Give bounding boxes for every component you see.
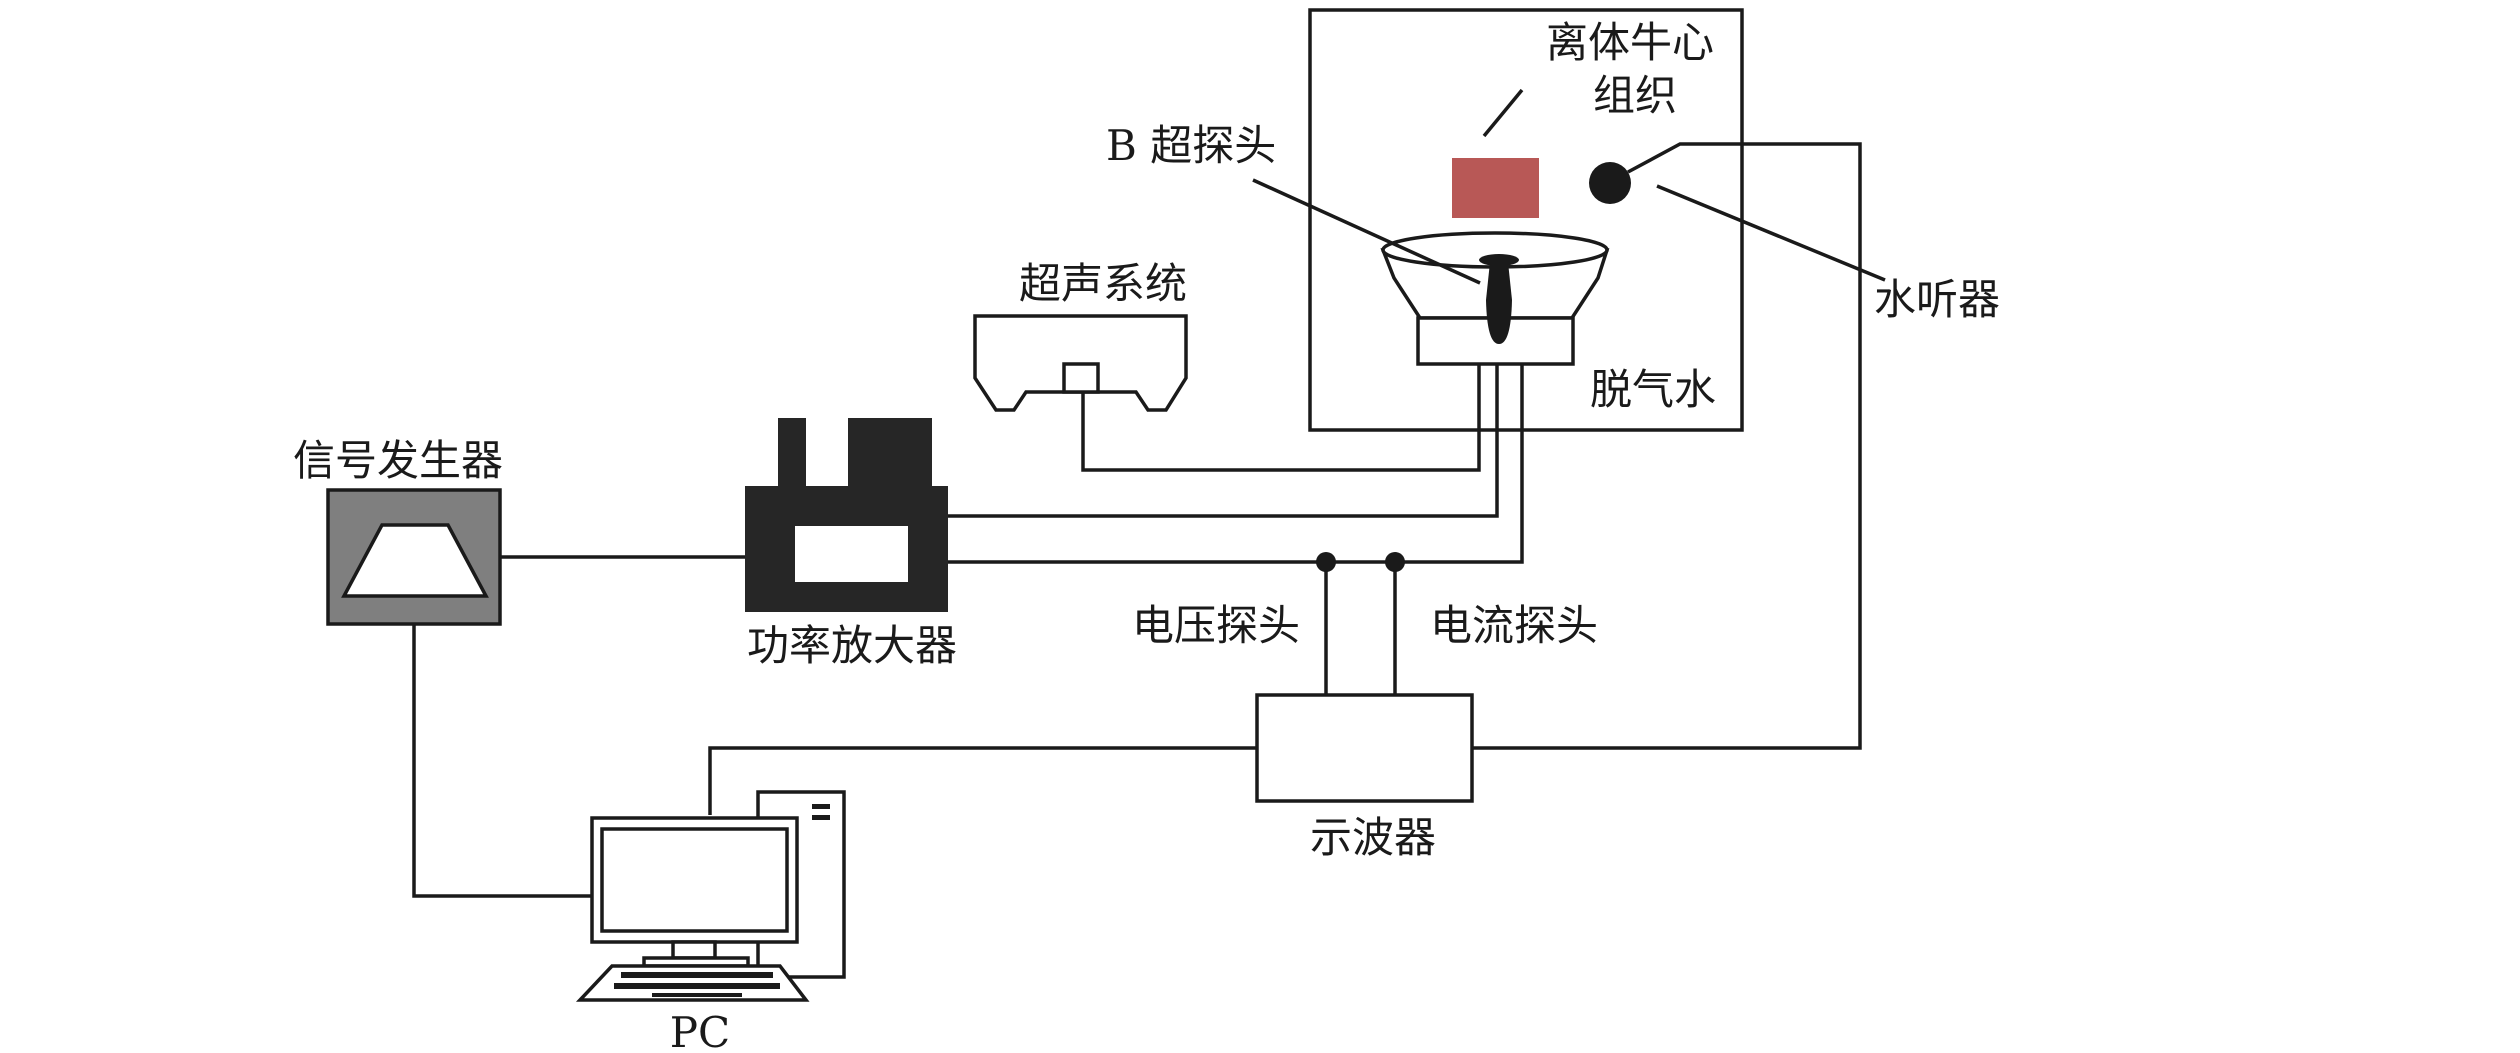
transducer-cable-2 xyxy=(948,364,1524,564)
power-amplifier-label: 功率放大器 xyxy=(747,621,957,670)
pc-icon xyxy=(575,790,846,1002)
b-probe-label: B 超探头 xyxy=(1106,121,1276,170)
tissue-leader-line xyxy=(1482,88,1524,138)
hydrophone-label: 水听器 xyxy=(1874,275,2000,324)
b-probe-leader-line xyxy=(1252,178,1481,285)
oscilloscope-box xyxy=(1255,693,1474,803)
hydrophone-icon xyxy=(1589,162,1631,204)
signal-generator-icon xyxy=(326,488,502,626)
power-amplifier-icon xyxy=(745,418,948,612)
ultrasound-system-icon xyxy=(973,314,1188,412)
tissue-label-line2: 组织 xyxy=(1593,71,1677,120)
transducer-cable-1 xyxy=(948,364,1499,518)
oscilloscope-to-pc-cable xyxy=(708,746,1257,815)
ultrasound-system-label: 超声系统 xyxy=(1019,259,1187,308)
degassed-water-label: 脱气水 xyxy=(1590,365,1716,414)
tissue-label-line1: 离体牛心 xyxy=(1546,18,1714,67)
hydrophone-cable xyxy=(1472,142,1862,750)
pc-label: PC xyxy=(670,1008,730,1053)
tissue-sample xyxy=(1452,158,1539,218)
hydrophone-leader-line xyxy=(1656,184,1886,282)
current-probe-label: 电流探头 xyxy=(1430,601,1598,650)
b-probe-icon xyxy=(1479,254,1519,344)
oscilloscope-label: 示波器 xyxy=(1310,813,1436,862)
voltage-probe-label: 电压探头 xyxy=(1132,601,1300,650)
generator-to-pc-cable xyxy=(412,624,592,898)
b-probe-cable xyxy=(1081,364,1481,472)
signal-generator-label: 信号发生器 xyxy=(293,436,503,485)
